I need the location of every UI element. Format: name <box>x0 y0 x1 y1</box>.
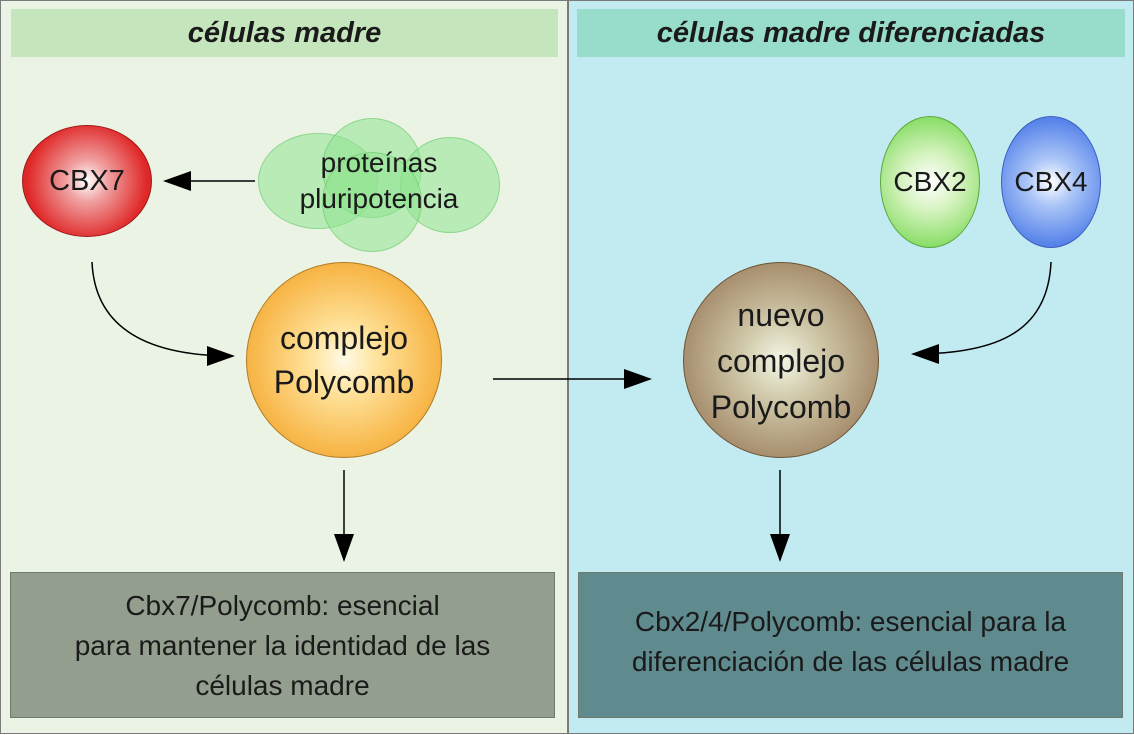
cbx4-node <box>1001 116 1101 248</box>
stem-cells-outcome-text: Cbx7/Polycomb: esencial para mantener la… <box>74 590 491 701</box>
stem-cells-header: células madre <box>11 9 558 57</box>
new-polycomb-complex-label: nuevo complejo Polycomb <box>710 297 852 425</box>
new-polycomb-complex-node <box>683 262 879 458</box>
stem-cells-outcome-box <box>10 572 555 718</box>
polycomb-complex-label: complejo Polycomb <box>273 320 415 400</box>
differentiated-cells-header: células madre diferenciadas <box>577 9 1125 57</box>
cbx4-label: CBX4 <box>1014 166 1088 197</box>
pluripotency-proteins-label: proteínas pluripotencia <box>299 147 459 214</box>
arrow-cbx4-to-new-complex <box>911 261 1052 364</box>
polycomb-complex-node <box>246 262 442 458</box>
cbx2-node <box>880 116 980 248</box>
cbx7-label: CBX7 <box>49 164 125 197</box>
cbx7-node <box>22 125 152 237</box>
arrow-cbx7-to-complex <box>91 261 235 366</box>
cloud-circle <box>322 152 422 252</box>
differentiation-outcome-text: Cbx2/4/Polycomb: esencial para la difere… <box>631 606 1070 677</box>
cbx2-label: CBX2 <box>893 166 967 197</box>
differentiation-outcome-box <box>578 572 1123 718</box>
